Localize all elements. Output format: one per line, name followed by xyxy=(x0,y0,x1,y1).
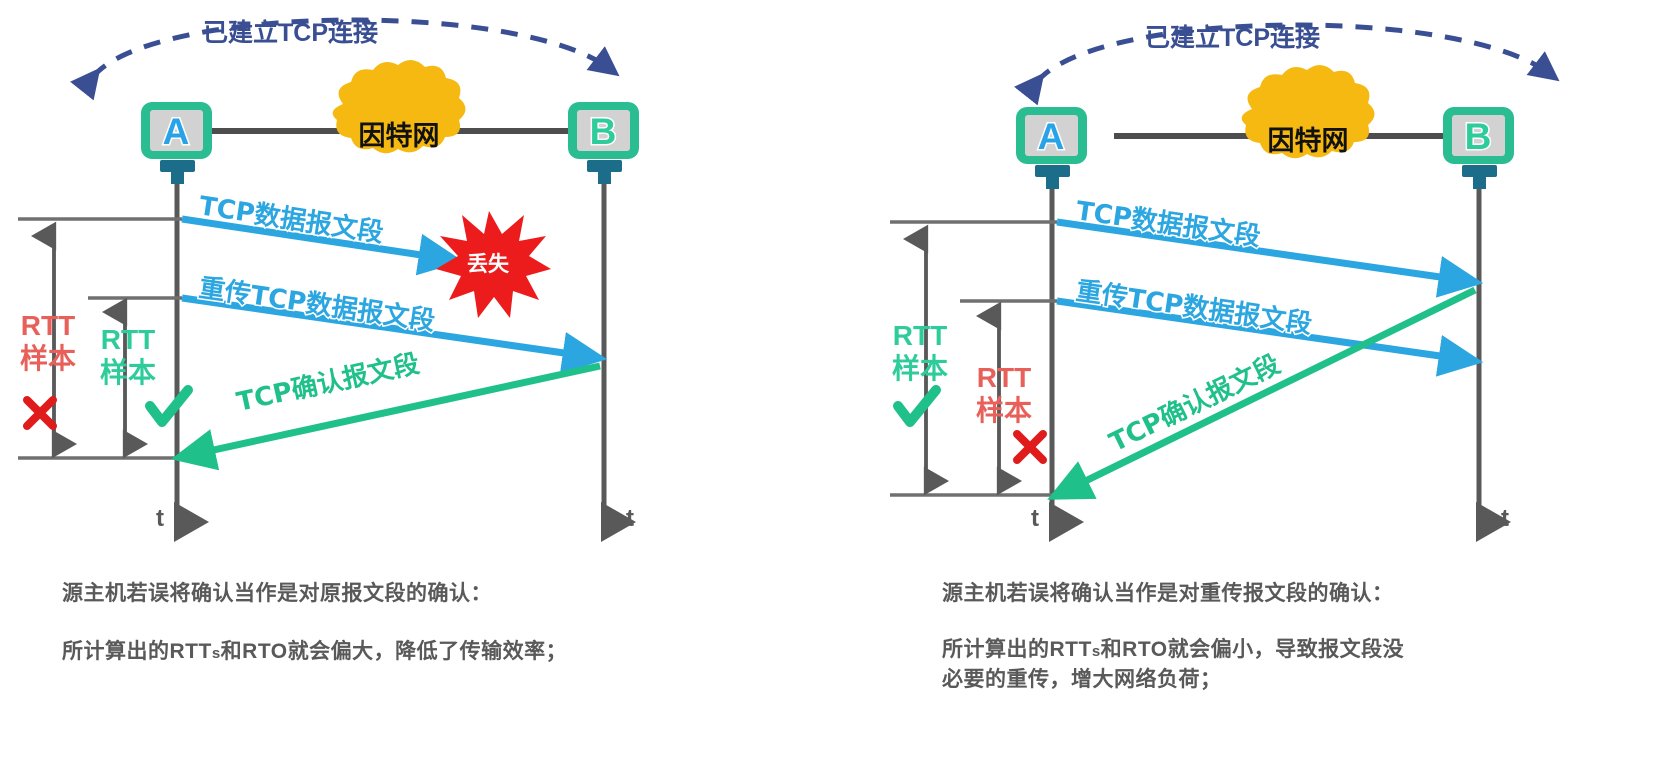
caption-left-line-2-a: 所计算出的RTT xyxy=(62,640,212,663)
host-a-label: A xyxy=(163,111,190,152)
internet-cloud: 因特网 xyxy=(332,59,466,154)
message-arrow-data-segment xyxy=(1056,218,1484,298)
caption-right-line-2-a: 所计算出的RTT xyxy=(942,638,1092,661)
message-label-ack-segment: TCP确认报文段 xyxy=(1104,349,1285,459)
cross-icon xyxy=(23,396,57,430)
timeline-b-label: t xyxy=(1501,505,1509,532)
host-b-label: B xyxy=(1465,116,1492,157)
host-b-label: B xyxy=(590,111,617,152)
rtt-bracket-inner-line1: RTT xyxy=(101,324,155,355)
timeline-a-label: t xyxy=(1031,505,1039,532)
rtt-bracket-outer: RTT 样本 xyxy=(20,221,78,459)
packet-loss-burst: 丢失 xyxy=(436,211,551,318)
message-label-retransmit-segment: 重传TCP数据报文段 xyxy=(1074,275,1314,340)
host-b: B xyxy=(568,102,639,184)
caption-right-line-2-b: 和RTO就会偏小，导致报文段没必要的重传，增大网络负荷； xyxy=(942,638,1405,691)
caption-right: 源主机若误将确认当作是对重传报文段的确认： 所计算出的RTTs和RTO就会偏小，… xyxy=(832,560,1664,762)
message-arrow-retransmit-segment xyxy=(1056,297,1484,377)
caption-right-line-1: 源主机若误将确认当作是对重传报文段的确认： xyxy=(942,582,1394,605)
message-arrow-retransmit-segment xyxy=(181,294,608,374)
message-label-data-segment: TCP数据报文段 xyxy=(197,190,385,248)
message-arrow-ack-segment xyxy=(1047,286,1477,500)
caption-right-line-2: 所计算出的RTTs和RTO就会偏小，导致报文段没必要的重传，增大网络负荷； xyxy=(942,635,1412,695)
cross-icon xyxy=(1013,430,1047,464)
rtt-bracket-outer-line1: RTT xyxy=(21,310,75,341)
rtt-bracket-inner: RTT 样本 xyxy=(975,301,1047,496)
timeline-b-label: t xyxy=(626,505,634,532)
rtt-bracket-outer-line1: RTT xyxy=(893,320,947,351)
caption-left-line-2: 所计算出的RTTs和RTO就会偏大，降低了传输效率； xyxy=(62,635,567,665)
internet-cloud-label: 因特网 xyxy=(359,121,440,152)
rtt-bracket-inner-line1: RTT xyxy=(977,362,1031,393)
host-b: B xyxy=(1443,107,1514,189)
timeline-a-label: t xyxy=(156,505,164,532)
host-a: A xyxy=(1016,107,1087,189)
message-label-data-segment: TCP数据报文段 xyxy=(1074,195,1262,252)
caption-left-line-2-sub: s xyxy=(211,645,221,662)
message-label-retransmit-segment: 重传TCP数据报文段 xyxy=(197,272,437,337)
panel-left-original-segment-ack: 已建立TCP连接 因特网 A B t t xyxy=(0,17,832,762)
sequence-diagram-right: 已建立TCP连接 因特网 A B t t xyxy=(890,22,1560,542)
packet-loss-label: 丢失 xyxy=(467,252,510,276)
host-a-label: A xyxy=(1038,116,1065,157)
internet-cloud-label: 因特网 xyxy=(1268,126,1349,157)
rtt-bracket-outer-line2: 样本 xyxy=(892,352,948,385)
sequence-diagram-left: 已建立TCP连接 因特网 A B t t xyxy=(18,17,639,542)
rtt-bracket-inner-line2: 样本 xyxy=(100,356,156,389)
panel-right-retransmitted-segment-ack: 已建立TCP连接 因特网 A B t t xyxy=(832,0,1664,762)
rtt-bracket-outer: RTT 样本 xyxy=(892,224,950,496)
rtt-bracket-outer-line2: 样本 xyxy=(20,342,76,375)
rtt-bracket-inner: RTT 样本 xyxy=(100,297,193,459)
caption-left-line-1: 源主机若误将确认当作是对原报文段的确认： xyxy=(62,582,492,605)
host-a: A xyxy=(141,102,212,184)
tcp-connection-arc-label: 已建立TCP连接 xyxy=(203,18,378,47)
message-arrow-data-segment xyxy=(181,215,464,276)
rtt-bracket-inner-line2: 样本 xyxy=(976,394,1032,427)
check-icon xyxy=(145,385,193,427)
check-icon xyxy=(893,385,941,427)
internet-cloud: 因特网 xyxy=(1241,64,1375,159)
tcp-connection-arc-label: 已建立TCP连接 xyxy=(1145,23,1320,52)
message-arrow-ack-segment xyxy=(170,362,601,471)
tcp-connection-arc xyxy=(1014,22,1560,106)
caption-right-line-2-sub: s xyxy=(1091,643,1101,660)
caption-left-line-2-b: 和RTO就会偏大，降低了传输效率； xyxy=(220,640,568,663)
caption-left: 源主机若误将确认当作是对原报文段的确认： 所计算出的RTTs和RTO就会偏大，降… xyxy=(0,560,832,762)
